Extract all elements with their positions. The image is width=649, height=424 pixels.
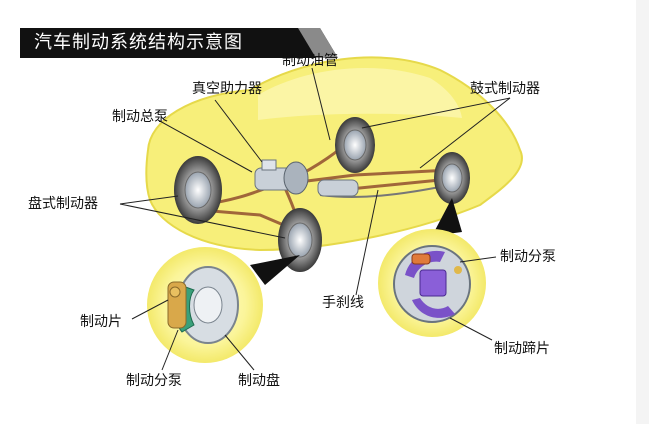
title-banner	[20, 28, 338, 58]
drum-brake-detail	[378, 229, 486, 337]
label-master-cylinder: 制动总泵	[112, 109, 168, 125]
label-handbrake-cable: 手刹线	[322, 295, 364, 311]
label-drum-brake: 鼓式制动器	[470, 81, 540, 97]
disc-callout-beam	[250, 255, 300, 285]
front-left-wheel	[174, 156, 222, 224]
rear-left-wheel	[335, 117, 375, 173]
label-vacuum-booster: 真空助力器	[192, 81, 262, 97]
label-brake-disc: 制动盘	[238, 373, 280, 389]
diagram-title: 汽车制动系统结构示意图	[34, 32, 243, 53]
front-right-wheel	[278, 208, 322, 272]
disc-brake-detail	[147, 247, 263, 363]
label-brake-pad: 制动片	[80, 314, 122, 330]
label-brake-shoe: 制动蹄片	[494, 341, 550, 357]
label-wheel-cylinder-drum: 制动分泵	[500, 249, 556, 265]
label-brake-line: 制动油管	[282, 53, 338, 69]
drum-callout-beam	[432, 198, 462, 236]
label-disc-brake: 盘式制动器	[28, 196, 98, 212]
label-caliper-cylinder: 制动分泵	[126, 373, 182, 389]
rear-right-wheel	[434, 152, 470, 204]
page-edge-strip	[636, 0, 649, 424]
master-cylinder-assembly	[254, 159, 359, 197]
leader-lines	[119, 67, 511, 371]
car-window	[258, 67, 462, 120]
